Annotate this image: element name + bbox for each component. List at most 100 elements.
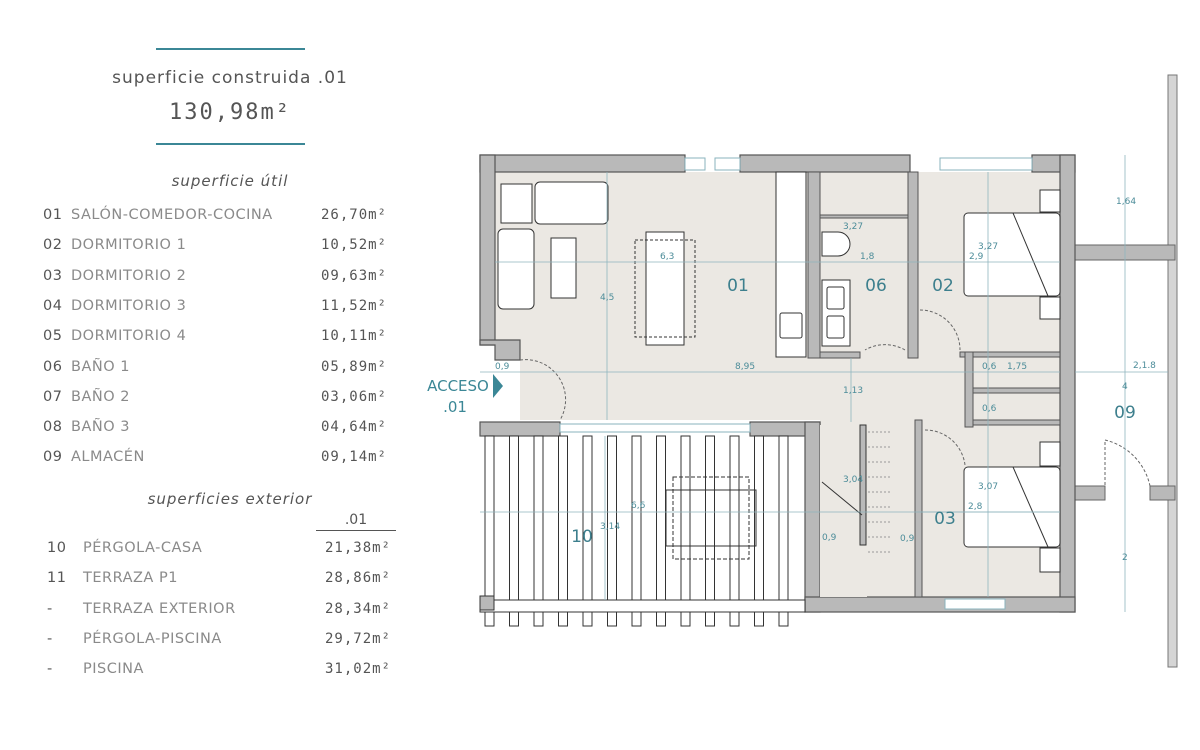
area-name: TERRAZA P1 bbox=[83, 570, 178, 587]
pergola-slat bbox=[729, 435, 740, 627]
area-value: 05,89m² bbox=[320, 358, 387, 375]
area-number: 07 bbox=[43, 388, 63, 405]
window bbox=[939, 157, 1033, 171]
wall-bedroom3-top bbox=[972, 419, 1061, 426]
exterior-walls bbox=[479, 154, 1076, 613]
nightstand bbox=[1039, 189, 1061, 213]
dim-0-9-stair-right: 0,9 bbox=[900, 534, 915, 544]
access-unit: .01 bbox=[443, 398, 467, 416]
dim-6-3: 6,3 bbox=[660, 252, 674, 262]
dining-chairs bbox=[634, 239, 696, 338]
wall-closet bbox=[964, 351, 974, 428]
wall-stair-left bbox=[804, 421, 821, 613]
area-row: - PÉRGOLA-PISCINA 29,72m² bbox=[47, 631, 397, 653]
pergola-slat bbox=[754, 435, 764, 627]
interior-walls bbox=[807, 171, 1061, 598]
pergola-slat bbox=[558, 435, 568, 627]
area-name: DORMITORIO 3 bbox=[71, 297, 187, 314]
pergola bbox=[479, 435, 806, 627]
area-name: BAÑO 2 bbox=[71, 388, 130, 405]
area-value: 09,14m² bbox=[320, 449, 387, 466]
area-value: 11,52m² bbox=[320, 297, 387, 314]
wall-entry-jamb bbox=[479, 339, 521, 361]
area-name: DORMITORIO 2 bbox=[71, 267, 187, 284]
area-number: - bbox=[47, 600, 53, 617]
dim-4: 4 bbox=[1122, 382, 1128, 392]
dim-2-8: 2,8 bbox=[968, 502, 983, 512]
area-number: 04 bbox=[43, 297, 63, 314]
dim-3-27: 3,27 bbox=[843, 222, 863, 232]
wall-top-mid bbox=[739, 154, 911, 173]
dim-0-6: 0,6 bbox=[982, 362, 997, 372]
area-name: SALÓN-COMEDOR-COCINA bbox=[71, 207, 273, 223]
area-name: ALMACÉN bbox=[71, 449, 145, 466]
storage-wall-bottom-left bbox=[1074, 485, 1106, 501]
room-label-09: 09 bbox=[1114, 403, 1136, 423]
dim-0-9: 0,9 bbox=[495, 362, 510, 372]
dim-2-9: 2,9 bbox=[969, 252, 984, 262]
area-row: 04 DORMITORIO 3 11,52m² bbox=[43, 298, 393, 320]
storage-door-swing bbox=[1104, 439, 1151, 500]
room-label-01: 01 bbox=[727, 276, 749, 296]
area-number: 11 bbox=[47, 570, 67, 587]
sliding-window bbox=[559, 423, 751, 433]
room-label-03: 03 bbox=[934, 509, 956, 529]
bath-fixtures bbox=[821, 231, 851, 347]
pergola-slat bbox=[705, 435, 715, 627]
window bbox=[944, 598, 1006, 610]
stair-cut-line bbox=[821, 481, 863, 516]
wall-right bbox=[1059, 154, 1076, 613]
basin bbox=[826, 315, 845, 339]
area-value: 28,34m² bbox=[324, 600, 391, 617]
outdoor-chairs bbox=[672, 476, 750, 560]
wall-left bbox=[479, 154, 496, 346]
bed-sheet-fold bbox=[1012, 212, 1049, 297]
area-value: 10,11m² bbox=[320, 328, 387, 345]
wall-bath-bedroom bbox=[907, 171, 919, 359]
outdoor-dining bbox=[665, 476, 757, 560]
useful-area-title: superficie útil bbox=[171, 172, 289, 190]
wall-top-left bbox=[479, 154, 686, 173]
shower-partition bbox=[819, 214, 909, 219]
dim-4-5: 4,5 bbox=[600, 293, 614, 303]
bedroom-door-swing bbox=[919, 309, 961, 351]
door-swings bbox=[519, 309, 966, 466]
room-label-02: 02 bbox=[932, 276, 954, 296]
area-row: - TERRAZA EXTERIOR 28,34m² bbox=[47, 601, 397, 623]
access-arrow-icon bbox=[493, 374, 503, 398]
area-name: TERRAZA EXTERIOR bbox=[83, 600, 236, 617]
area-name: PÉRGOLA-PISCINA bbox=[83, 630, 222, 647]
area-value: 29,72m² bbox=[324, 630, 391, 647]
area-number: - bbox=[47, 661, 53, 678]
window bbox=[714, 157, 741, 171]
top-rule bbox=[156, 48, 305, 50]
area-name: PISCINA bbox=[83, 661, 144, 678]
dim-8-95: 8,95 bbox=[735, 362, 755, 372]
pergola-slat bbox=[631, 435, 642, 627]
dim-1-75: 1,75 bbox=[1007, 362, 1027, 372]
area-number: - bbox=[47, 630, 53, 647]
dim-2-18: 2,1.8 bbox=[1133, 361, 1156, 371]
wall-pergola-left bbox=[479, 421, 561, 437]
area-name: DORMITORIO 1 bbox=[71, 237, 187, 254]
dim-3-14: 3,14 bbox=[600, 522, 620, 532]
dim-3-27-bedroom: 3,27 bbox=[978, 242, 998, 252]
pergola-slat bbox=[582, 435, 593, 627]
pergola-slat bbox=[484, 435, 495, 627]
dim-3-04: 3,04 bbox=[843, 475, 863, 485]
nightstand bbox=[1039, 296, 1061, 320]
pergola-slat bbox=[778, 435, 789, 627]
bedroom3-door-swing bbox=[924, 429, 966, 466]
bottom-rule bbox=[156, 143, 305, 145]
dim-0-9-stair: 0,9 bbox=[822, 533, 837, 543]
area-number: 02 bbox=[43, 237, 63, 254]
